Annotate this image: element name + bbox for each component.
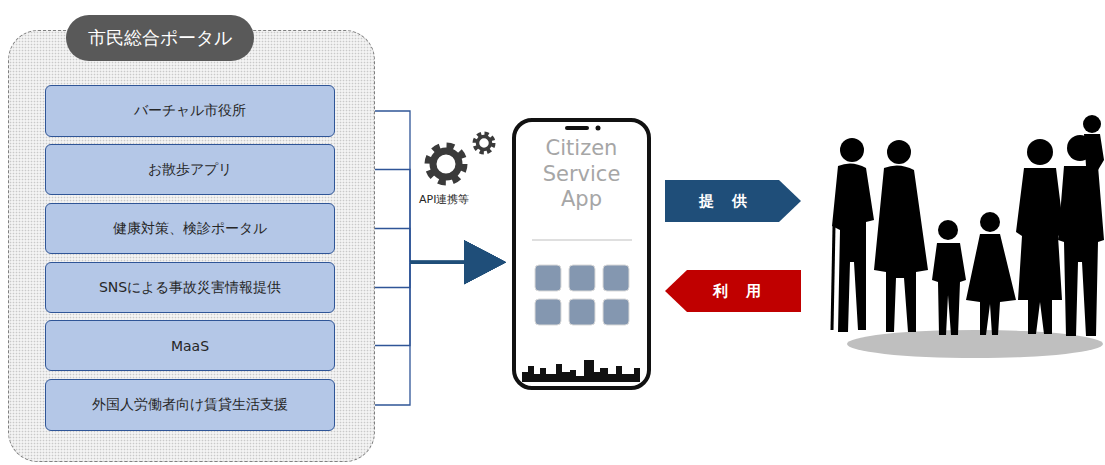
node-text: 提 供 (699, 192, 766, 211)
node-text: 利 用 (699, 282, 766, 301)
phone-app: Citizen Service App (512, 118, 651, 390)
node-text: 健康対策、検診ポータル (113, 220, 267, 238)
people-silhouette (832, 115, 1104, 358)
service-box: 健康対策、検診ポータル (45, 203, 335, 254)
provide-arrow: 提 供 (665, 180, 801, 222)
service-box: MaaS (45, 320, 335, 371)
use-arrow: 利 用 (665, 270, 801, 312)
node-text: Citizen Service App (532, 136, 632, 213)
service-box: 外国人労働者向け賃貸生活支援 (45, 379, 335, 431)
portal-title: 市民総合ポータル (66, 15, 254, 61)
service-box: お散歩アプリ (45, 144, 335, 195)
gear-icon (429, 134, 493, 181)
node-text: SNSによる事故災害情報提供 (99, 279, 281, 297)
node-text: MaaS (171, 338, 209, 354)
service-box: SNSによる事故災害情報提供 (45, 262, 335, 313)
node-text: お散歩アプリ (148, 161, 232, 179)
node-text: 外国人労働者向け賃貸生活支援 (92, 396, 288, 414)
node-text: バーチャル市役所 (134, 102, 246, 120)
api-label: API連携等 (418, 192, 470, 207)
service-box: バーチャル市役所 (45, 85, 335, 137)
portal-region: 市民総合ポータルバーチャル市役所お散歩アプリ健康対策、検診ポータルSNSによる事… (8, 30, 375, 462)
phone-details (512, 126, 651, 383)
